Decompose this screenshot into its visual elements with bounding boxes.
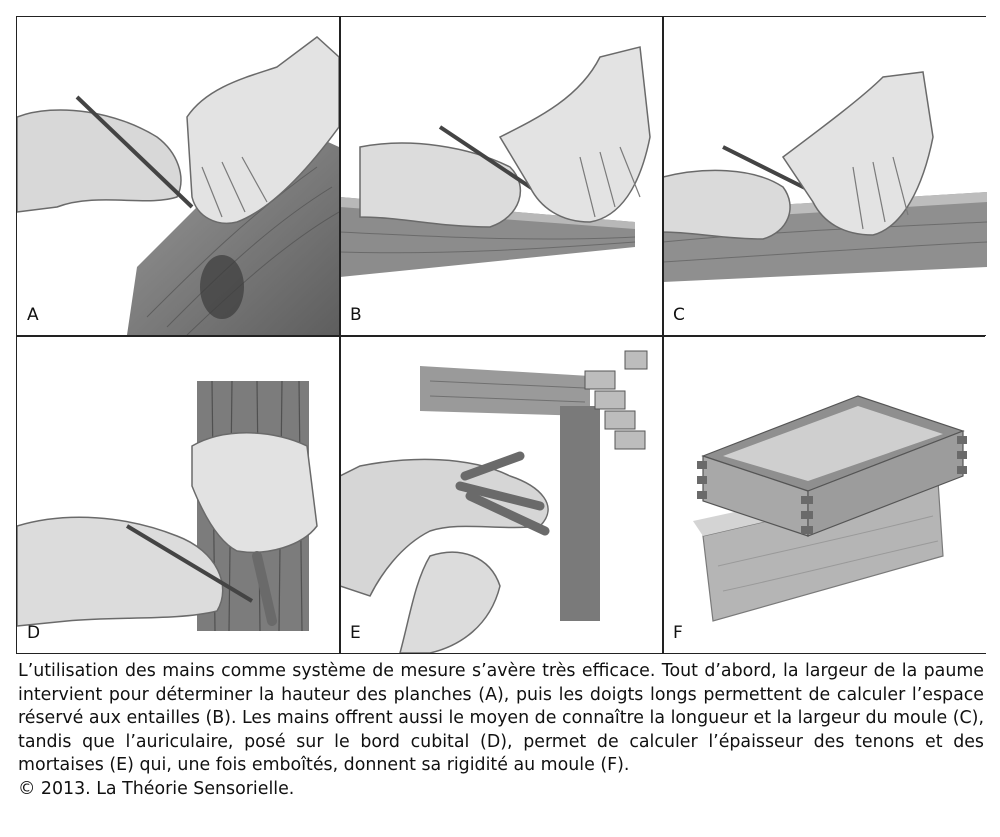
panel-letter: C bbox=[673, 305, 685, 325]
interlocked-fingers-tenons-icon bbox=[340, 350, 648, 653]
little-finger-on-ulnar-edge-icon bbox=[17, 380, 318, 632]
panel-letter: F bbox=[673, 623, 683, 643]
hand-measuring-board-width-icon bbox=[17, 36, 339, 335]
panel-letter: E bbox=[350, 623, 361, 643]
panel-letter: D bbox=[27, 623, 41, 643]
panel-b: B bbox=[340, 17, 662, 335]
panel-f: F bbox=[663, 336, 987, 653]
grid-divider bbox=[17, 335, 985, 337]
panel-letter: A bbox=[27, 305, 39, 325]
illustration-grid: A B bbox=[16, 16, 987, 654]
panel-letter: B bbox=[350, 305, 362, 325]
copyright-line: © 2013. La Théorie Sensorielle. bbox=[18, 778, 295, 799]
caption-text: L’utilisation des mains comme système de… bbox=[18, 661, 984, 776]
assembled-mold-on-block-icon bbox=[693, 395, 967, 622]
panel-e: E bbox=[340, 336, 662, 653]
panel-d: D bbox=[17, 336, 339, 653]
panel-a: A bbox=[17, 17, 339, 335]
fingers-marking-notch-spacing-icon bbox=[340, 46, 651, 277]
figure-caption: L’utilisation des mains comme système de… bbox=[18, 660, 984, 802]
panel-c: C bbox=[663, 17, 987, 335]
hand-measuring-mold-length-icon bbox=[663, 71, 987, 282]
